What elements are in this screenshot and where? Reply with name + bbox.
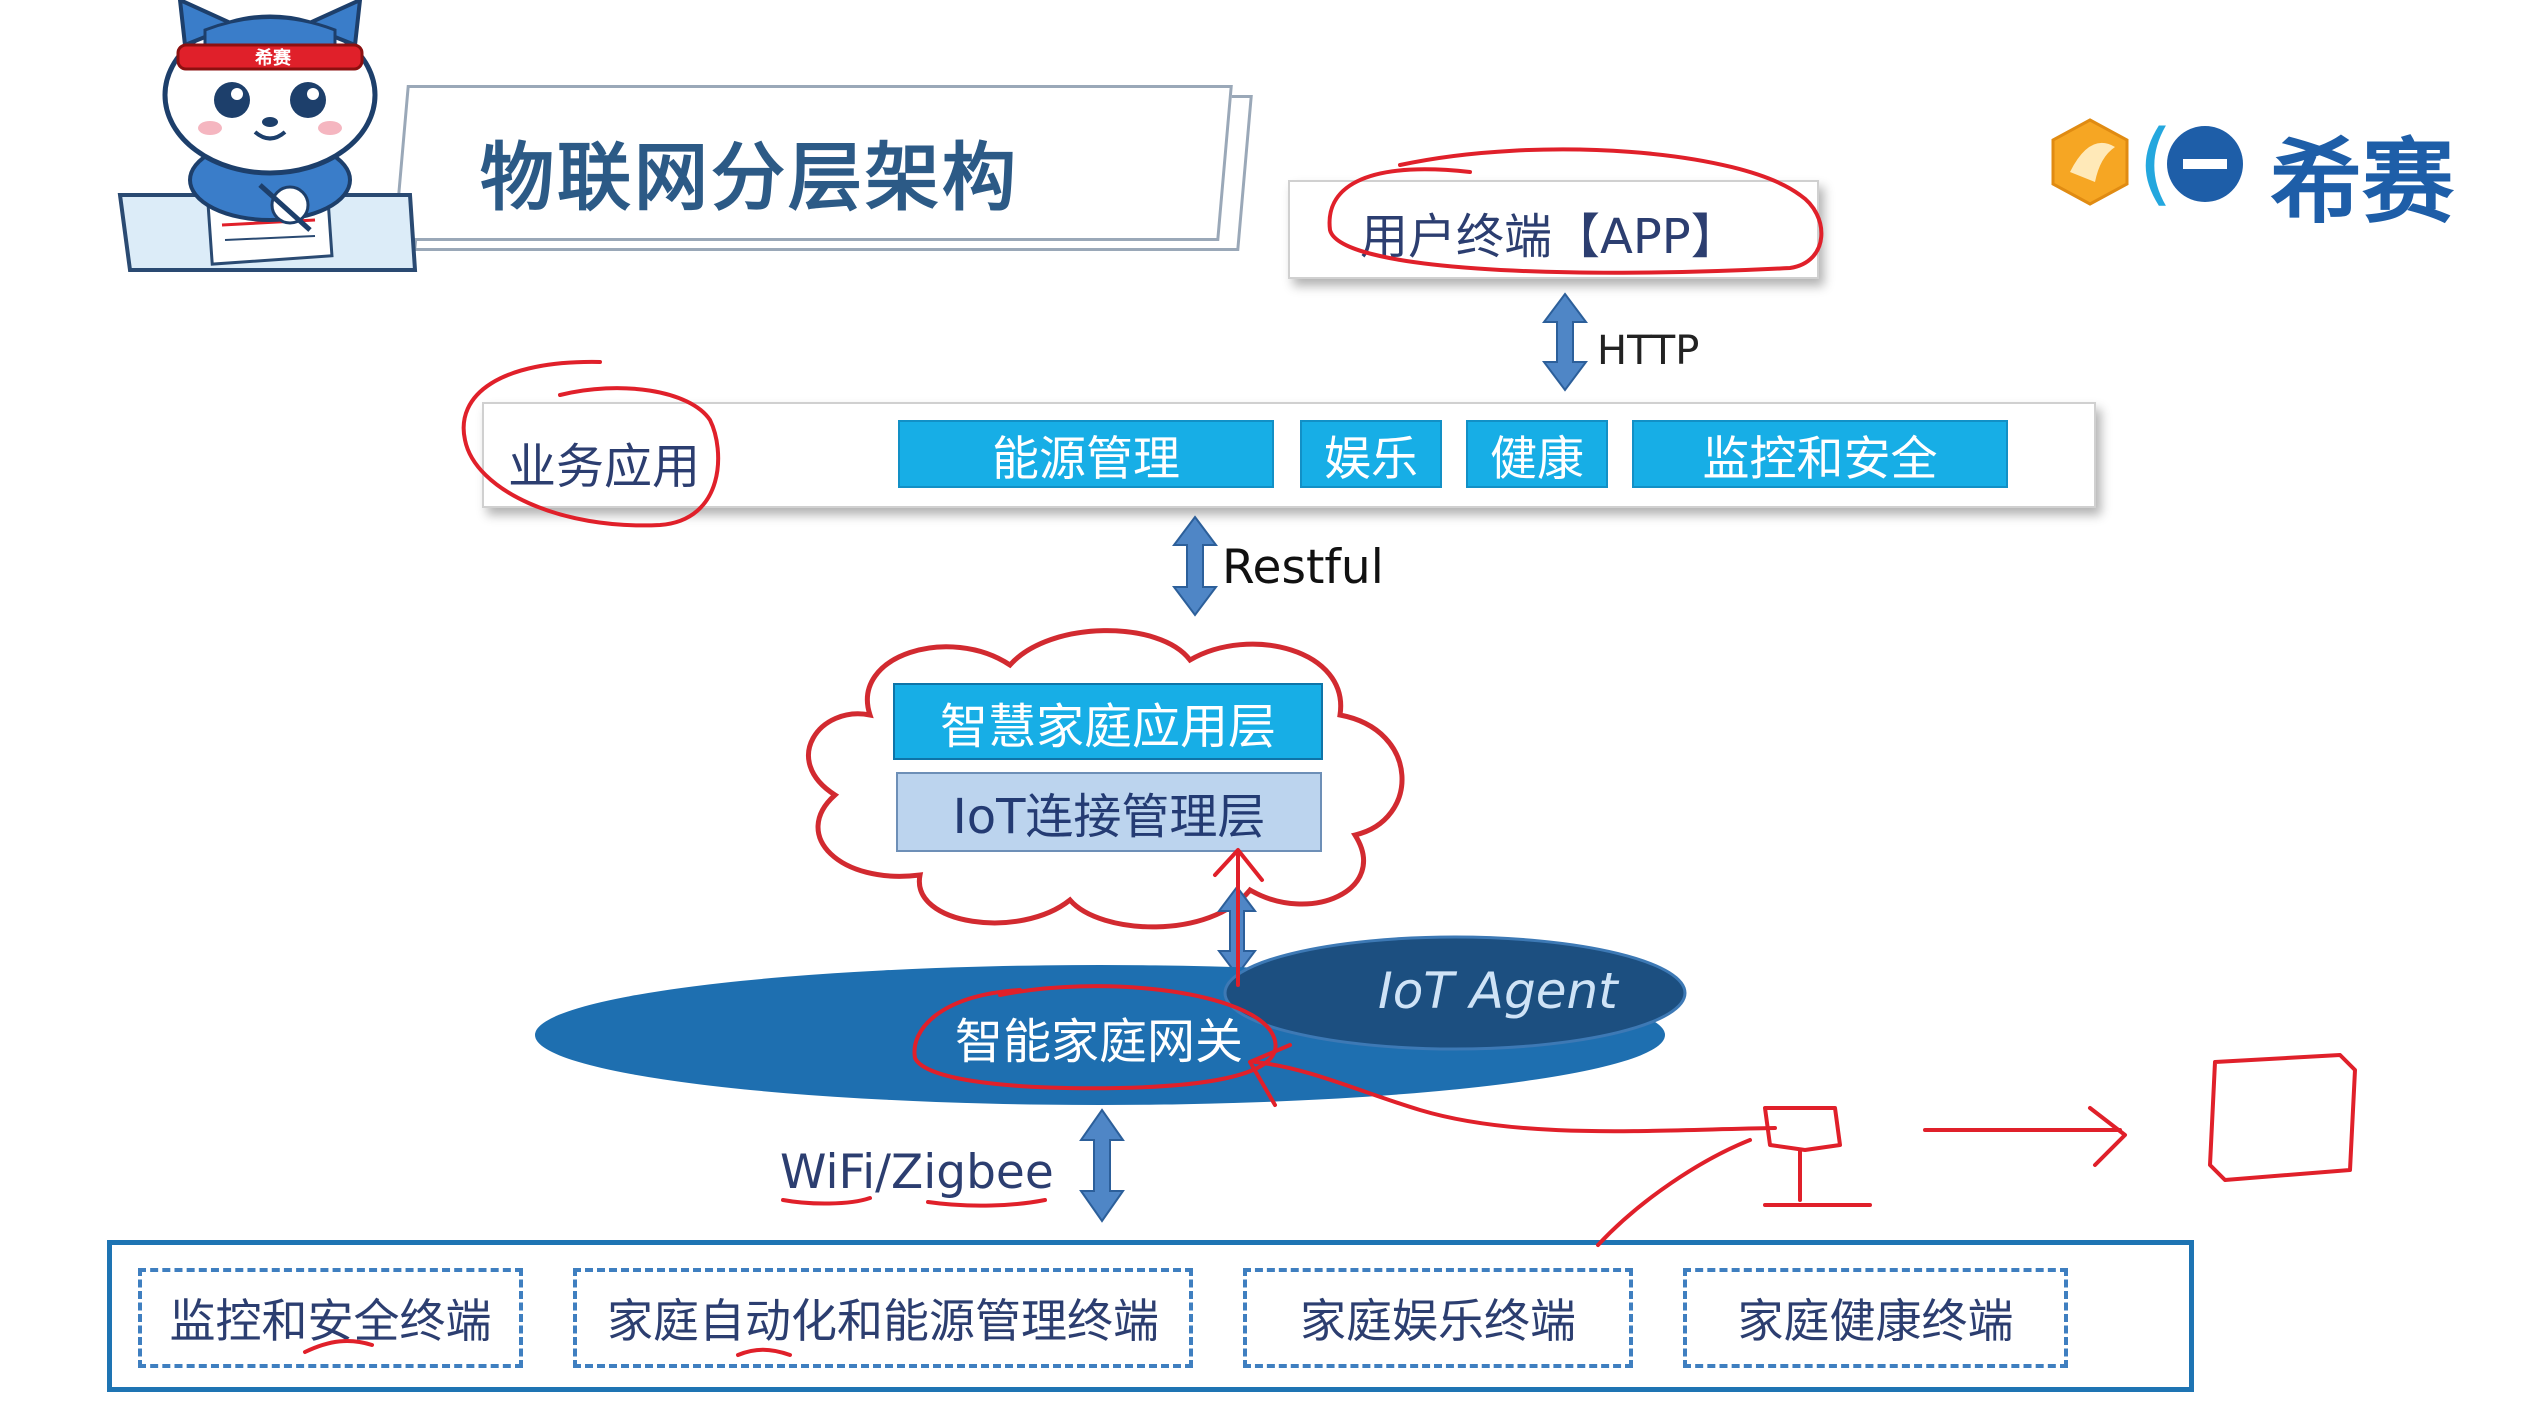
iot-agent-label: IoT Agent — [1378, 962, 1618, 1020]
gateway-highlight-circle — [912, 984, 1278, 1091]
automation-energy-terminal: 家庭自动化和能源管理终端 — [573, 1268, 1193, 1368]
http-double-arrow-icon — [1542, 292, 1588, 392]
security-terminal: 监控和安全终端 — [138, 1268, 523, 1368]
entertainment-item: 娱乐 — [1300, 420, 1442, 488]
device-to-gateway-curve — [1253, 1060, 1777, 1134]
automation-underline — [736, 1347, 792, 1357]
app-highlight-circle — [1327, 147, 1824, 275]
iot-connection-layer: IoT连接管理层 — [896, 772, 1322, 852]
zigbee-underline — [926, 1198, 1047, 1208]
app-terminal-label: 用户终端【APP】 — [1360, 209, 1739, 265]
app-terminal-box — [1288, 180, 1819, 279]
frame-to-device-curve — [1596, 1138, 1752, 1247]
page-title: 物联网分层架构 — [480, 135, 1019, 221]
security-underline — [303, 1339, 374, 1354]
wifi-double-arrow-icon — [1079, 1108, 1125, 1223]
business-highlight-circle — [461, 359, 721, 528]
right-square-sketch — [2208, 1053, 2357, 1182]
mascot-cat-icon — [117, 0, 418, 272]
restful-double-arrow-icon — [1172, 515, 1218, 617]
wifi-underline — [781, 1196, 872, 1206]
xisai-logo-icon: ( — [2051, 112, 2243, 216]
health-item: 健康 — [1466, 420, 1608, 488]
wifi-zigbee-label: WiFi/Zigbee — [780, 1145, 1054, 1200]
smart-home-gateway-label: 智能家庭网关 — [955, 1014, 1244, 1070]
smart-home-app-layer: 智慧家庭应用层 — [893, 683, 1323, 760]
energy-management-item: 能源管理 — [898, 420, 1274, 488]
security-monitoring-item: 监控和安全 — [1632, 420, 2008, 488]
entertainment-terminal: 家庭娱乐终端 — [1243, 1268, 1633, 1368]
http-label: HTTP — [1597, 328, 1700, 374]
device-sketch — [1763, 1106, 1842, 1152]
mascot-badge-text: 希赛 — [255, 48, 291, 69]
restful-label: Restful — [1222, 540, 1384, 595]
business-app-label: 业务应用 — [508, 439, 701, 495]
health-terminal: 家庭健康终端 — [1683, 1268, 2068, 1368]
gateway-platform-icon — [535, 935, 1687, 1105]
logo-text: 希赛 — [2270, 129, 2455, 236]
